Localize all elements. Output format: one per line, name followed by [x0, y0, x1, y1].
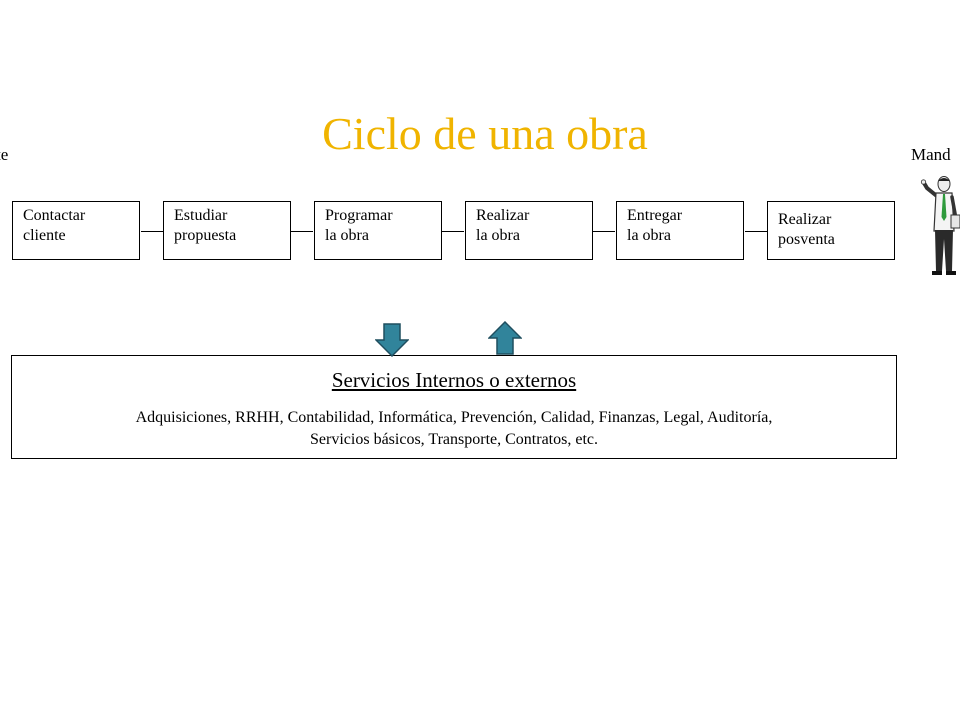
- step-realizar-obra: Realizar la obra: [465, 201, 593, 260]
- connector-2-3: [291, 231, 313, 232]
- step-programar-obra: Programar la obra: [314, 201, 442, 260]
- step-label-line2: cliente: [23, 227, 66, 244]
- services-title: Servicios Internos o externos: [331, 368, 577, 392]
- arrow-down-icon: [375, 323, 409, 357]
- step-label-line2: posventa: [778, 231, 835, 248]
- step-contactar-cliente: Contactar cliente: [12, 201, 140, 260]
- connector-1-2: [141, 231, 163, 232]
- step-label-line1: Contactar: [23, 207, 86, 224]
- step-label-line2: la obra: [325, 227, 369, 244]
- page-title: Ciclo de una obra: [322, 108, 648, 159]
- step-label-line1: Realizar: [778, 211, 832, 228]
- arrow-up-icon: [488, 321, 522, 355]
- businessman-icon: [920, 176, 960, 275]
- step-label-line2: propuesta: [174, 227, 237, 244]
- step-entregar-obra: Entregar la obra: [616, 201, 744, 260]
- step-label-line2: la obra: [627, 227, 671, 244]
- connector-3-4: [442, 231, 464, 232]
- services-box: Servicios Internos o externos Adquisicio…: [11, 355, 897, 459]
- connector-5-6: [745, 231, 767, 232]
- services-list-line1: Adquisiciones, RRHH, Contabilidad, Infor…: [135, 409, 773, 426]
- step-label-line2: la obra: [476, 227, 520, 244]
- step-estudiar-propuesta: Estudiar propuesta: [163, 201, 291, 260]
- step-label-line1: Programar: [325, 207, 393, 224]
- step-realizar-posventa: Realizar posventa: [767, 201, 895, 260]
- step-label-line1: Realizar: [476, 207, 530, 224]
- left-edge-label: te: [0, 145, 9, 164]
- connector-4-5: [593, 231, 615, 232]
- step-label-line1: Entregar: [627, 207, 683, 224]
- services-list: Adquisiciones, RRHH, Contabilidad, Infor…: [12, 407, 896, 451]
- step-label-line1: Estudiar: [174, 207, 228, 224]
- services-list-line2: Servicios básicos, Transporte, Contratos…: [310, 431, 598, 448]
- right-edge-label: Mand: [911, 145, 951, 164]
